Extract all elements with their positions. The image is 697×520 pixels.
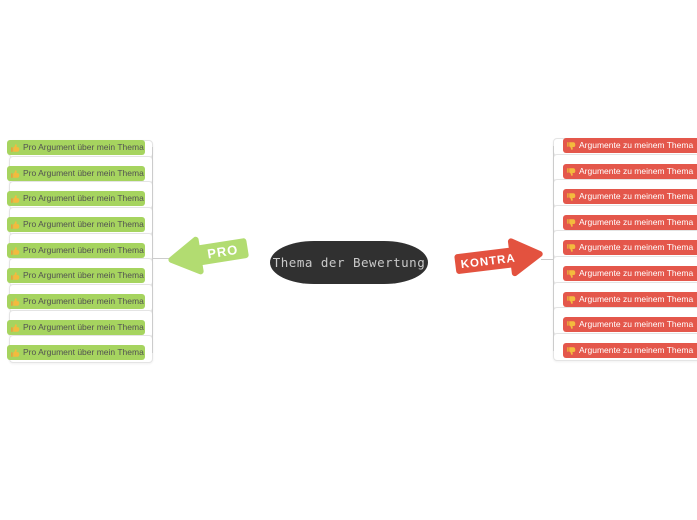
thumbs-down-icon — [567, 320, 576, 329]
kontra-argument-node[interactable]: Argumente zu meinem Thema — [563, 266, 697, 281]
thumbs-down-icon — [567, 192, 576, 201]
thumbs-up-icon — [11, 246, 20, 255]
kontra-argument-label: Argumente zu meinem Thema — [579, 217, 694, 228]
pro-argument-label: Pro Argument über mein Thema — [23, 296, 144, 307]
root-topic-node[interactable]: Thema der Bewertung — [270, 241, 428, 284]
pro-arrow[interactable]: PRO — [164, 228, 251, 280]
kontra-argument-node[interactable]: Argumente zu meinem Thema — [563, 215, 697, 230]
pro-argument-label: Pro Argument über mein Thema — [23, 322, 144, 333]
pro-argument-label: Pro Argument über mein Thema — [23, 193, 144, 204]
thumbs-up-icon — [11, 271, 20, 280]
thumbs-down-icon — [567, 346, 576, 355]
kontra-argument-node[interactable]: Argumente zu meinem Thema — [563, 292, 697, 307]
kontra-argument-label: Argumente zu meinem Thema — [579, 268, 694, 279]
kontra-arrow-shape — [454, 238, 543, 277]
thumbs-down-icon — [567, 141, 576, 150]
pro-argument-label: Pro Argument über mein Thema — [23, 245, 144, 256]
thumbs-down-icon — [567, 167, 576, 176]
thumbs-up-icon — [11, 143, 20, 152]
thumbs-down-icon — [567, 243, 576, 252]
thumbs-up-icon — [11, 194, 20, 203]
pro-argument-label: Pro Argument über mein Thema — [23, 347, 144, 358]
thumbs-down-icon — [567, 295, 576, 304]
pro-argument-label: Pro Argument über mein Thema — [23, 219, 144, 230]
kontra-argument-node[interactable]: Argumente zu meinem Thema — [563, 189, 697, 204]
pro-arrow-label: PRO — [206, 242, 239, 262]
pro-argument-node[interactable]: Pro Argument über mein Thema — [7, 345, 145, 360]
pro-argument-node[interactable]: Pro Argument über mein Thema — [7, 191, 145, 206]
thumbs-up-icon — [11, 297, 20, 306]
kontra-argument-node[interactable]: Argumente zu meinem Thema — [563, 343, 697, 358]
pro-argument-node[interactable]: Pro Argument über mein Thema — [7, 140, 145, 155]
kontra-argument-label: Argumente zu meinem Thema — [579, 294, 694, 305]
kontra-connector-line — [541, 259, 554, 260]
pro-argument-node[interactable]: Pro Argument über mein Thema — [7, 320, 145, 335]
root-topic-label: Thema der Bewertung — [272, 255, 426, 270]
thumbs-up-icon — [11, 348, 20, 357]
pro-argument-node[interactable]: Pro Argument über mein Thema — [7, 217, 145, 232]
thumbs-up-icon — [11, 220, 20, 229]
kontra-argument-node[interactable]: Argumente zu meinem Thema — [563, 240, 697, 255]
pro-arrow-shape — [168, 236, 249, 275]
thumbs-up-icon — [11, 323, 20, 332]
pro-argument-node[interactable]: Pro Argument über mein Thema — [7, 166, 145, 181]
kontra-branch-spine-line — [553, 146, 554, 351]
pro-argument-node[interactable]: Pro Argument über mein Thema — [7, 268, 145, 283]
pro-argument-node[interactable]: Pro Argument über mein Thema — [7, 243, 145, 258]
pro-argument-label: Pro Argument über mein Thema — [23, 142, 144, 153]
kontra-argument-label: Argumente zu meinem Thema — [579, 191, 694, 202]
pro-connector-line — [152, 258, 171, 259]
pro-argument-node[interactable]: Pro Argument über mein Thema — [7, 294, 145, 309]
thumbs-down-icon — [567, 269, 576, 278]
thumbs-up-icon — [11, 169, 20, 178]
kontra-argument-node[interactable]: Argumente zu meinem Thema — [563, 138, 697, 153]
pro-argument-label: Pro Argument über mein Thema — [23, 168, 144, 179]
kontra-argument-label: Argumente zu meinem Thema — [579, 166, 694, 177]
kontra-argument-label: Argumente zu meinem Thema — [579, 319, 694, 330]
pro-branch-spine-line — [152, 147, 153, 353]
kontra-argument-node[interactable]: Argumente zu meinem Thema — [563, 317, 697, 332]
thumbs-down-icon — [567, 218, 576, 227]
kontra-argument-label: Argumente zu meinem Thema — [579, 242, 694, 253]
kontra-argument-label: Argumente zu meinem Thema — [579, 345, 694, 356]
kontra-argument-node[interactable]: Argumente zu meinem Thema — [563, 164, 697, 179]
kontra-argument-label: Argumente zu meinem Thema — [579, 140, 694, 151]
kontra-arrow[interactable]: KONTRA — [452, 234, 546, 285]
pro-argument-label: Pro Argument über mein Thema — [23, 270, 144, 281]
